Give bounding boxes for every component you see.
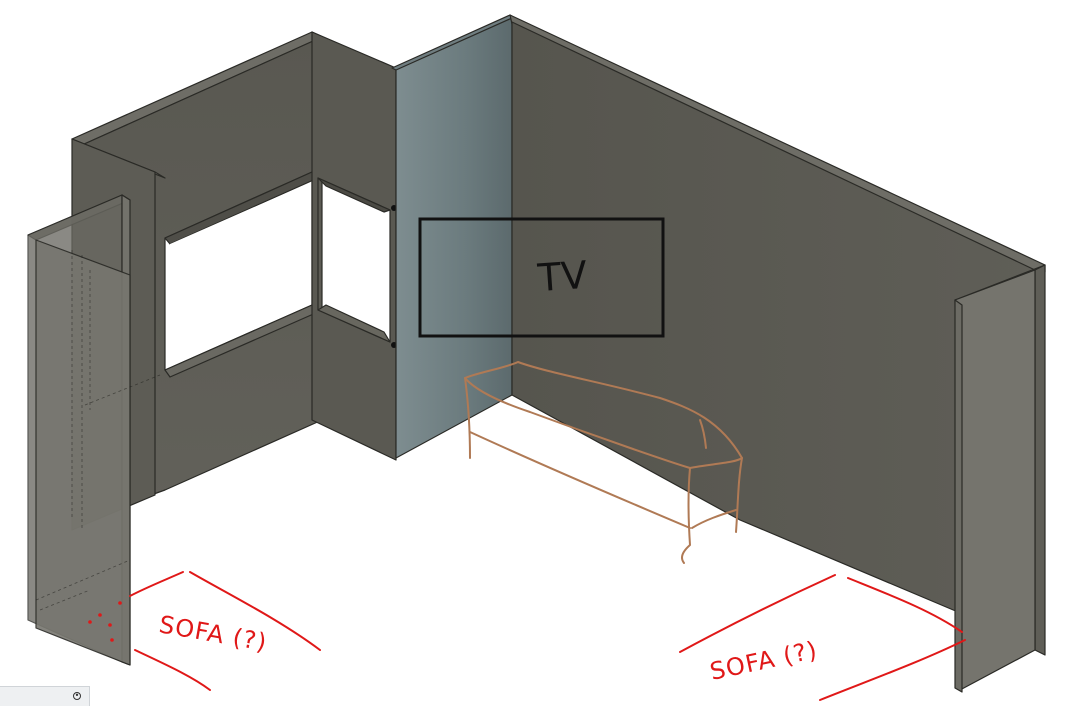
bench-sketch bbox=[464, 361, 743, 564]
column bbox=[391, 14, 519, 459]
corner-bay-wall bbox=[311, 31, 401, 461]
tv-label: TV bbox=[535, 253, 588, 300]
sofa-left-label: SOFA (?) bbox=[157, 610, 269, 657]
sofa-right-label: SOFA (?) bbox=[707, 636, 820, 686]
tv-outline: TV bbox=[418, 217, 665, 338]
target-icon[interactable]: • bbox=[73, 691, 81, 700]
right-end-wall bbox=[954, 264, 1046, 693]
status-strip: • bbox=[0, 686, 90, 706]
front-left-wall bbox=[27, 194, 161, 666]
left-back-wall bbox=[71, 31, 323, 521]
